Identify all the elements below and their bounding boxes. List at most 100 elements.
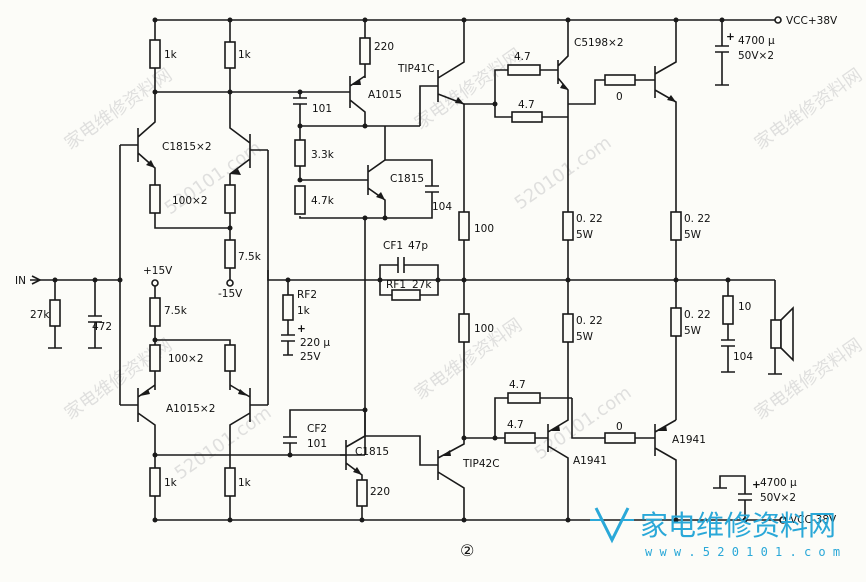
svg-text:4.7: 4.7 xyxy=(518,99,535,111)
svg-text:C1815: C1815 xyxy=(355,446,389,458)
svg-text:1k: 1k xyxy=(297,305,311,317)
resistor-100-bot xyxy=(458,313,470,343)
svg-text:27k: 27k xyxy=(30,309,50,321)
svg-text:27k: 27k xyxy=(412,279,432,291)
svg-text:220 μ: 220 μ xyxy=(300,337,330,349)
svg-text:家电维修资料网: 家电维修资料网 xyxy=(640,509,836,542)
svg-text:+: + xyxy=(297,323,306,335)
svg-text:A1015: A1015 xyxy=(368,89,402,101)
output-load: 10 104 xyxy=(721,277,794,375)
capacitor-104-mid xyxy=(385,159,439,219)
resistor-022-3 xyxy=(562,313,574,343)
speaker-icon xyxy=(770,319,782,349)
resistor-7-5k-top xyxy=(224,239,236,269)
diff-pair-pnp: +15V 7.5k 100×2 A1015×2 1k 1k xyxy=(120,265,365,523)
svg-text:0. 22: 0. 22 xyxy=(576,315,603,327)
svg-text:5W: 5W xyxy=(684,325,702,337)
vcc-pos-label: VCC+38V xyxy=(786,15,838,27)
svg-text:1k: 1k xyxy=(164,49,178,61)
svg-text:4.7: 4.7 xyxy=(507,419,524,431)
resistor-100-b xyxy=(224,184,236,214)
svg-text:A1941: A1941 xyxy=(573,455,607,467)
svg-text:家电维修资料网: 家电维修资料网 xyxy=(411,45,526,134)
svg-text:RF2: RF2 xyxy=(297,289,317,301)
svg-text:A1015×2: A1015×2 xyxy=(166,403,215,415)
resistor-rf2 xyxy=(282,294,294,321)
svg-text:101: 101 xyxy=(307,438,327,450)
svg-text:50V×2: 50V×2 xyxy=(738,50,774,62)
svg-text:5W: 5W xyxy=(576,229,594,241)
svg-text:C5198×2: C5198×2 xyxy=(574,37,624,49)
resistor-100-c xyxy=(149,344,161,372)
resistor-022-1 xyxy=(562,211,574,241)
svg-text:0: 0 xyxy=(616,421,623,433)
svg-text:4.7k: 4.7k xyxy=(311,195,335,207)
resistor-1k-a xyxy=(149,39,161,69)
resistor-rf1 xyxy=(391,289,421,301)
driver-stage: TIP41C 4.7 4.7 100 100 TIP42C 4.7 4.7 xyxy=(397,17,572,523)
svg-text:+15V: +15V xyxy=(143,265,173,277)
svg-text:1k: 1k xyxy=(164,477,178,489)
resistor-10 xyxy=(722,295,734,325)
svg-text:TIP41C: TIP41C xyxy=(397,63,435,75)
svg-text:-15V: -15V xyxy=(218,288,243,300)
svg-text:47p: 47p xyxy=(408,240,428,252)
resistor-100-a xyxy=(149,184,161,214)
svg-text:家电维修资料网: 家电维修资料网 xyxy=(751,335,866,424)
svg-text:C1815×2: C1815×2 xyxy=(162,141,212,153)
site-logo: 家电维修资料网 w w w . 5 2 0 1 0 1 . c o m xyxy=(590,507,840,559)
svg-text:10: 10 xyxy=(738,301,751,313)
svg-text:家电维修资料网: 家电维修资料网 xyxy=(61,65,176,154)
capacitor-101-top xyxy=(293,92,307,126)
svg-text:1k: 1k xyxy=(238,477,252,489)
svg-text:104: 104 xyxy=(432,201,452,213)
svg-text:A1941: A1941 xyxy=(672,434,706,446)
svg-text:家电维修资料网: 家电维修资料网 xyxy=(751,65,866,154)
svg-text:4.7: 4.7 xyxy=(514,51,531,63)
svg-text:104: 104 xyxy=(733,351,753,363)
svg-text:4700 μ: 4700 μ xyxy=(738,35,775,47)
svg-text:C1815: C1815 xyxy=(390,173,424,185)
svg-text:w w w . 5 2 0 1 0 1 . c o m: w w w . 5 2 0 1 0 1 . c o m xyxy=(645,545,840,559)
vcc-neg-terminal xyxy=(779,516,787,524)
svg-text:0: 0 xyxy=(616,91,623,103)
resistor-100-top xyxy=(458,211,470,241)
resistor-4-7-a xyxy=(507,64,541,76)
svg-text:5W: 5W xyxy=(684,229,702,241)
svg-text:0. 22: 0. 22 xyxy=(684,309,711,321)
svg-text:472: 472 xyxy=(92,321,112,333)
resistor-4-7-b xyxy=(511,111,543,123)
svg-text:TIP42C: TIP42C xyxy=(462,458,500,470)
svg-text:50V×2: 50V×2 xyxy=(760,492,796,504)
svg-text:5W: 5W xyxy=(576,331,594,343)
resistor-4-7-c xyxy=(507,392,541,404)
svg-text:4700 μ: 4700 μ xyxy=(760,477,797,489)
vcc-pos-terminal xyxy=(774,16,782,24)
supply-caps: + 4700 μ 50V×2 + 4700 μ 50V×2 xyxy=(713,17,797,523)
svg-text:4.7: 4.7 xyxy=(509,379,526,391)
svg-text:+: + xyxy=(726,31,735,43)
resistor-1k-c xyxy=(149,467,161,497)
input-label: IN xyxy=(15,275,26,287)
resistor-022-4 xyxy=(670,307,682,337)
resistor-022-2 xyxy=(670,211,682,241)
svg-text:220: 220 xyxy=(370,486,390,498)
svg-text:25V: 25V xyxy=(300,351,321,363)
svg-text:0. 22: 0. 22 xyxy=(576,213,603,225)
svg-text:220: 220 xyxy=(374,41,394,53)
resistor-0-bot xyxy=(604,432,636,444)
resistor-1k-b xyxy=(224,41,236,69)
svg-text:3.3k: 3.3k xyxy=(311,149,335,161)
svg-text:100×2: 100×2 xyxy=(168,353,204,365)
svg-text:100×2: 100×2 xyxy=(172,195,208,207)
diff-pair-npn: 1k 1k C1815×2 100×2 7.5k -15V xyxy=(120,17,350,405)
resistor-100-d xyxy=(224,344,236,372)
resistor-0-top xyxy=(604,74,636,86)
resistor-4-7-d xyxy=(504,432,536,444)
resistor-3-3k xyxy=(294,139,306,167)
resistor-7-5k-bot xyxy=(149,297,161,327)
output-lower: 0. 22 5W 0. 22 5W A1941 0 A1941 xyxy=(547,280,711,523)
svg-text:CF1: CF1 xyxy=(383,240,403,252)
